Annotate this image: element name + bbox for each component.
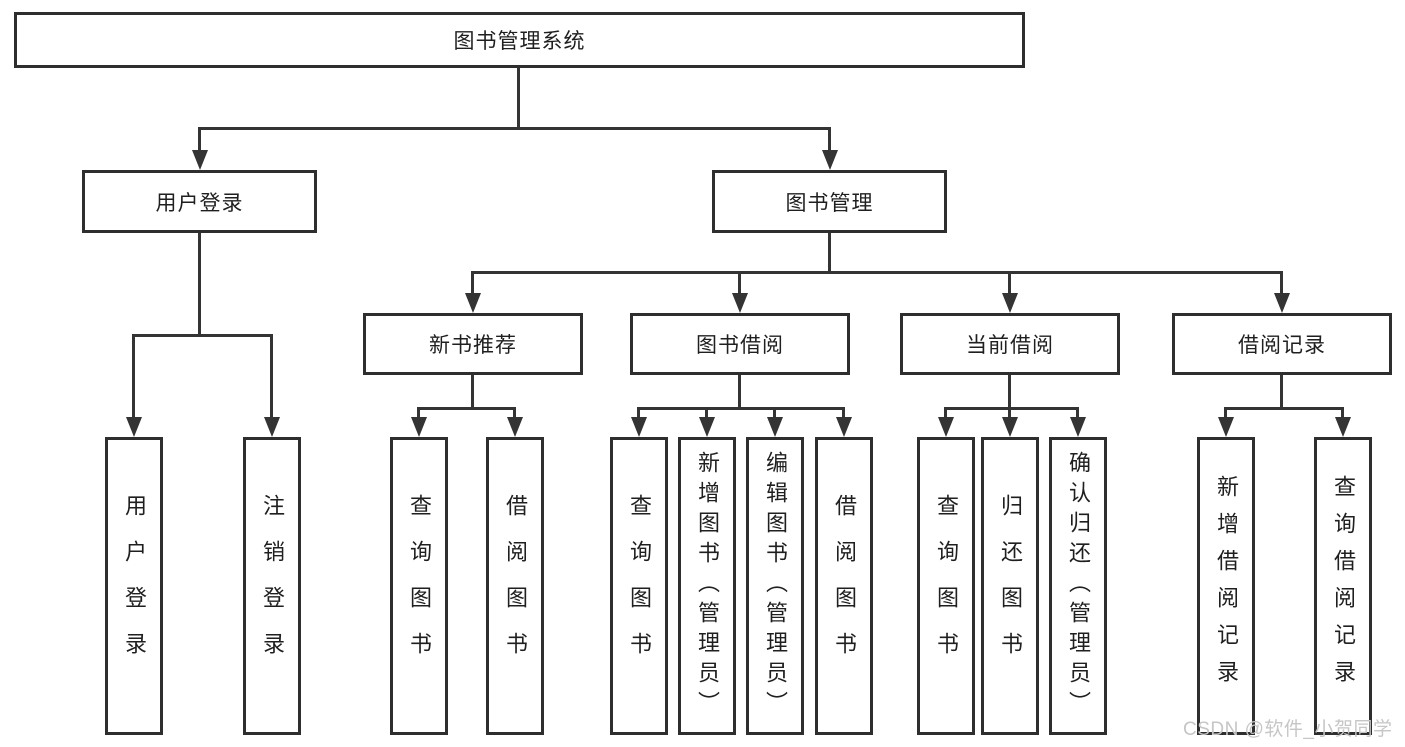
leaf-query-books-box: 查询图书 [390, 437, 448, 735]
connector-current-borrow-stem [1008, 375, 1011, 408]
leaf-borrow-books-label: 借阅图书 [832, 494, 857, 678]
connector-to-leaf-user-login [132, 334, 135, 419]
connector-to-borrow-record [1280, 271, 1283, 295]
leaf-add-books-admin-box: 新增图书（管理员） [678, 437, 736, 735]
node-borrow-record-box: 借阅记录 [1172, 313, 1392, 375]
leaf-query-books-label: 查询图书 [407, 494, 432, 678]
connector-current-borrow-rail [945, 407, 1079, 410]
connector-user-login-stem [198, 233, 201, 335]
arrowhead-down-icon [631, 417, 647, 437]
arrowhead-down-icon [1002, 417, 1018, 437]
watermark: CSDN @软件_小贺同学 [1183, 719, 1393, 740]
connector-borrow-record-stem [1280, 375, 1283, 408]
connector-book-mgmt-rail [472, 271, 1283, 274]
node-new-book-box: 新书推荐 [363, 313, 583, 375]
arrowhead-down-icon [767, 417, 783, 437]
connector-to-book-borrow [738, 271, 741, 295]
branch-user-login-label: 用户登录 [155, 191, 244, 215]
arrowhead-down-icon [126, 417, 142, 437]
arrowhead-down-icon [264, 417, 280, 437]
arrowhead-down-icon [822, 150, 838, 170]
leaf-user-login-box: 用户登录 [105, 437, 163, 735]
connector-leaf-stub [513, 407, 516, 419]
arrowhead-down-icon [1335, 417, 1351, 437]
leaf-return-books-label: 归还图书 [998, 494, 1023, 678]
connector-leaf-stub [944, 407, 947, 419]
connector-to-leaf-logout [270, 334, 273, 419]
branch-book-mgmt-label: 图书管理 [785, 191, 874, 215]
connector-user-login-rail [133, 334, 273, 337]
connector-leaf-stub [705, 407, 708, 419]
leaf-confirm-return-admin-label: 确认归还（管理员） [1066, 451, 1091, 721]
node-current-borrow-label: 当前借阅 [966, 334, 1054, 357]
leaf-query-books-label: 查询图书 [627, 494, 652, 678]
connector-new-book-rail [418, 407, 516, 410]
arrowhead-down-icon [836, 417, 852, 437]
connector-root-to-user-login [198, 127, 201, 152]
arrowhead-down-icon [938, 417, 954, 437]
leaf-query-borrow-record-box: 查询借阅记录 [1314, 437, 1372, 735]
arrowhead-down-icon [732, 293, 748, 313]
branch-book-mgmt-box: 图书管理 [712, 170, 947, 233]
arrowhead-down-icon [1070, 417, 1086, 437]
leaf-user-login-label: 用户登录 [122, 494, 147, 678]
arrowhead-down-icon [1274, 293, 1290, 313]
connector-book-borrow-rail [638, 407, 845, 410]
leaf-logout-label: 注销登录 [260, 494, 285, 678]
arrowhead-down-icon [465, 293, 481, 313]
leaf-borrow-books-box: 借阅图书 [486, 437, 544, 735]
leaf-add-books-admin-label: 新增图书（管理员） [695, 451, 720, 721]
connector-root-stem [517, 68, 520, 128]
arrowhead-down-icon [1218, 417, 1234, 437]
connector-leaf-stub [773, 407, 776, 419]
leaf-query-books-box: 查询图书 [917, 437, 975, 735]
leaf-query-borrow-record-label: 查询借阅记录 [1331, 475, 1356, 697]
leaf-confirm-return-admin-box: 确认归还（管理员） [1049, 437, 1107, 735]
arrowhead-down-icon [507, 417, 523, 437]
leaf-return-books-box: 归还图书 [981, 437, 1039, 735]
arrowhead-down-icon [192, 150, 208, 170]
arrowhead-down-icon [411, 417, 427, 437]
connector-leaf-stub [417, 407, 420, 419]
connector-leaf-stub [1076, 407, 1079, 419]
connector-to-new-book [471, 271, 474, 295]
root-label: 图书管理系统 [453, 30, 586, 53]
node-borrow-record-label: 借阅记录 [1238, 334, 1326, 357]
arrowhead-down-icon [699, 417, 715, 437]
connector-to-current-borrow [1008, 271, 1011, 295]
node-current-borrow-box: 当前借阅 [900, 313, 1120, 375]
connector-leaf-stub [842, 407, 845, 419]
leaf-borrow-books-label: 借阅图书 [503, 494, 528, 678]
connector-leaf-stub [1224, 407, 1227, 419]
leaf-borrow-books-box: 借阅图书 [815, 437, 873, 735]
leaf-query-books-box: 查询图书 [610, 437, 668, 735]
node-book-borrow-label: 图书借阅 [696, 334, 784, 357]
leaf-add-borrow-record-label: 新增借阅记录 [1214, 475, 1239, 697]
arrowhead-down-icon [1002, 293, 1018, 313]
connector-leaf-stub [637, 407, 640, 419]
node-new-book-label: 新书推荐 [429, 334, 517, 357]
leaf-edit-books-admin-box: 编辑图书（管理员） [746, 437, 804, 735]
connector-leaf-stub [1008, 407, 1011, 419]
connector-borrow-record-rail [1225, 407, 1344, 410]
connector-new-book-stem [471, 375, 474, 408]
branch-user-login-box: 用户登录 [82, 170, 317, 233]
connector-book-borrow-stem [738, 375, 741, 408]
connector-leaf-stub [1341, 407, 1344, 419]
leaf-add-borrow-record-box: 新增借阅记录 [1197, 437, 1255, 735]
leaf-logout-box: 注销登录 [243, 437, 301, 735]
connector-root-to-book-mgmt [828, 127, 831, 152]
leaf-edit-books-admin-label: 编辑图书（管理员） [763, 451, 788, 721]
leaf-query-books-label: 查询图书 [934, 494, 959, 678]
connector-root-rail [199, 127, 831, 130]
connector-book-mgmt-stem [828, 233, 831, 272]
node-book-borrow-box: 图书借阅 [630, 313, 850, 375]
root-box: 图书管理系统 [14, 12, 1025, 68]
